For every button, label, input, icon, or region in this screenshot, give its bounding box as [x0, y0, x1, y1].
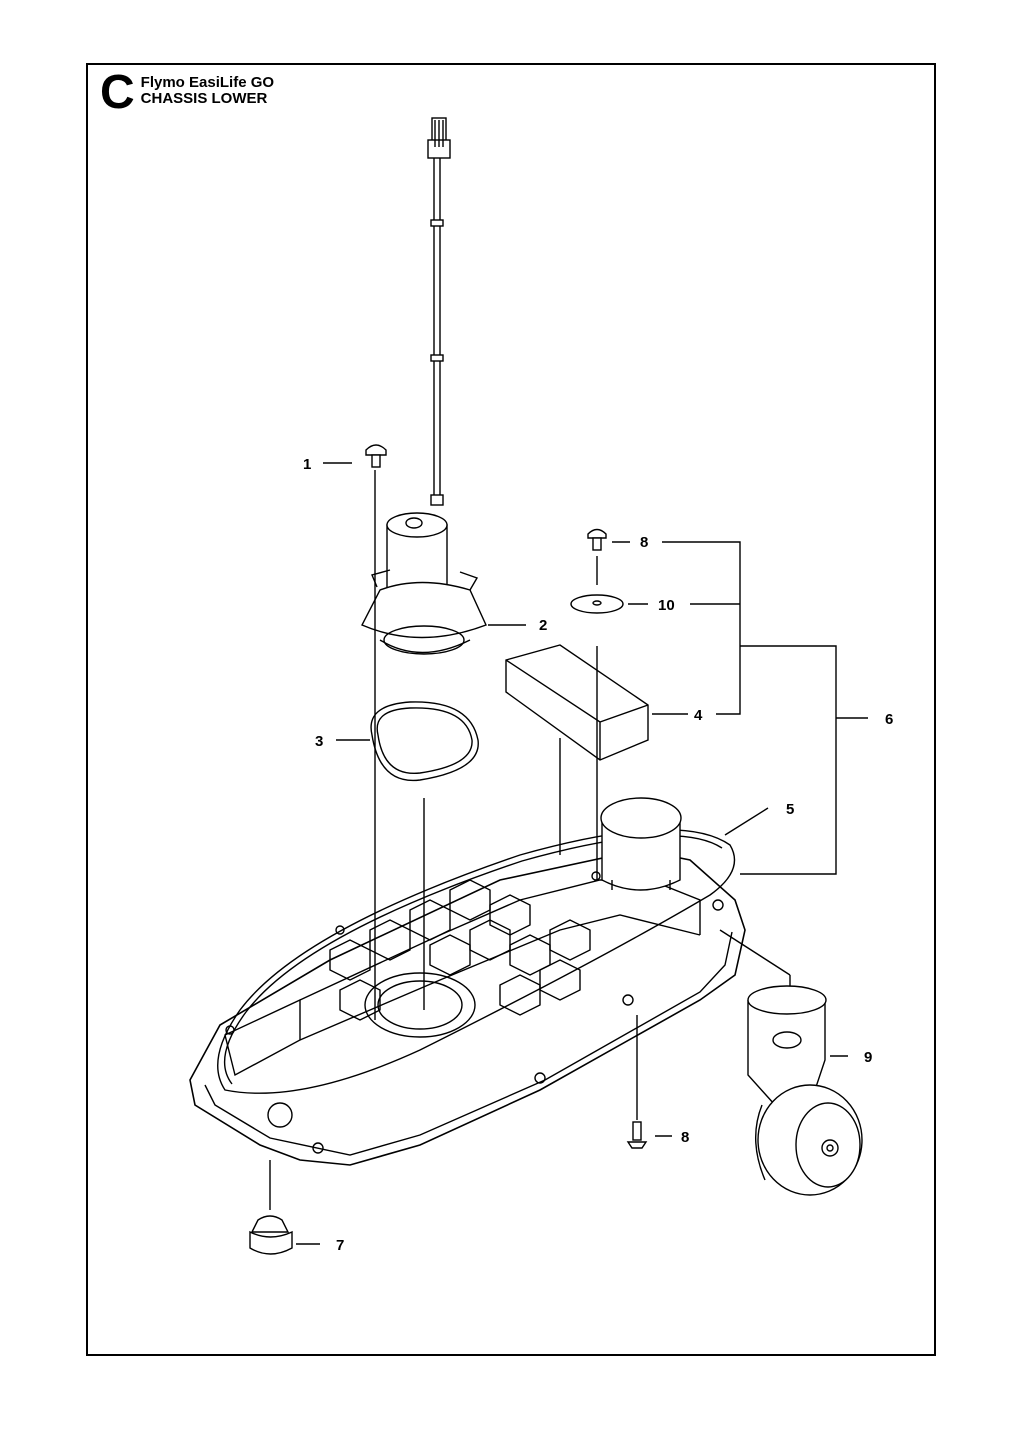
callout-9: 9	[864, 1049, 872, 1066]
product-name: Flymo EasiLife GO	[140, 74, 275, 91]
diagram-frame	[86, 63, 936, 1356]
callout-bracket-6	[662, 541, 868, 875]
callout-2: 2	[539, 617, 547, 634]
callout-8-bottom: 8	[681, 1129, 689, 1146]
callout-10: 10	[658, 597, 675, 614]
seal-cord-part-5	[217, 807, 769, 1094]
caster-wheel-part-9	[747, 985, 863, 1196]
callout-5: 5	[786, 801, 794, 818]
section-letter: C	[100, 66, 135, 119]
screw-part-1	[323, 444, 387, 1020]
title-block: Flymo EasiLife GO CHASSIS LOWER	[141, 73, 274, 107]
assembly-name: CHASSIS LOWER	[140, 90, 268, 107]
callout-6: 6	[885, 711, 893, 728]
foam-block-part-4	[505, 644, 688, 855]
rubber-foot-part-7	[249, 1160, 320, 1255]
chassis-body	[189, 797, 791, 1166]
seal-ring-part-3	[336, 701, 479, 1010]
diagram-header: C Flymo EasiLife GO CHASSIS LOWER	[100, 66, 274, 119]
screw-part-8-bottom	[626, 1015, 672, 1149]
callout-4: 4	[694, 707, 703, 724]
callout-7: 7	[336, 1237, 344, 1254]
callout-1: 1	[303, 456, 311, 473]
motor-assembly-part-2	[361, 117, 526, 655]
callout-3: 3	[315, 733, 323, 750]
callout-8-top: 8	[640, 534, 648, 551]
washer-part-10	[570, 594, 648, 880]
screw-part-8-top	[587, 528, 630, 585]
